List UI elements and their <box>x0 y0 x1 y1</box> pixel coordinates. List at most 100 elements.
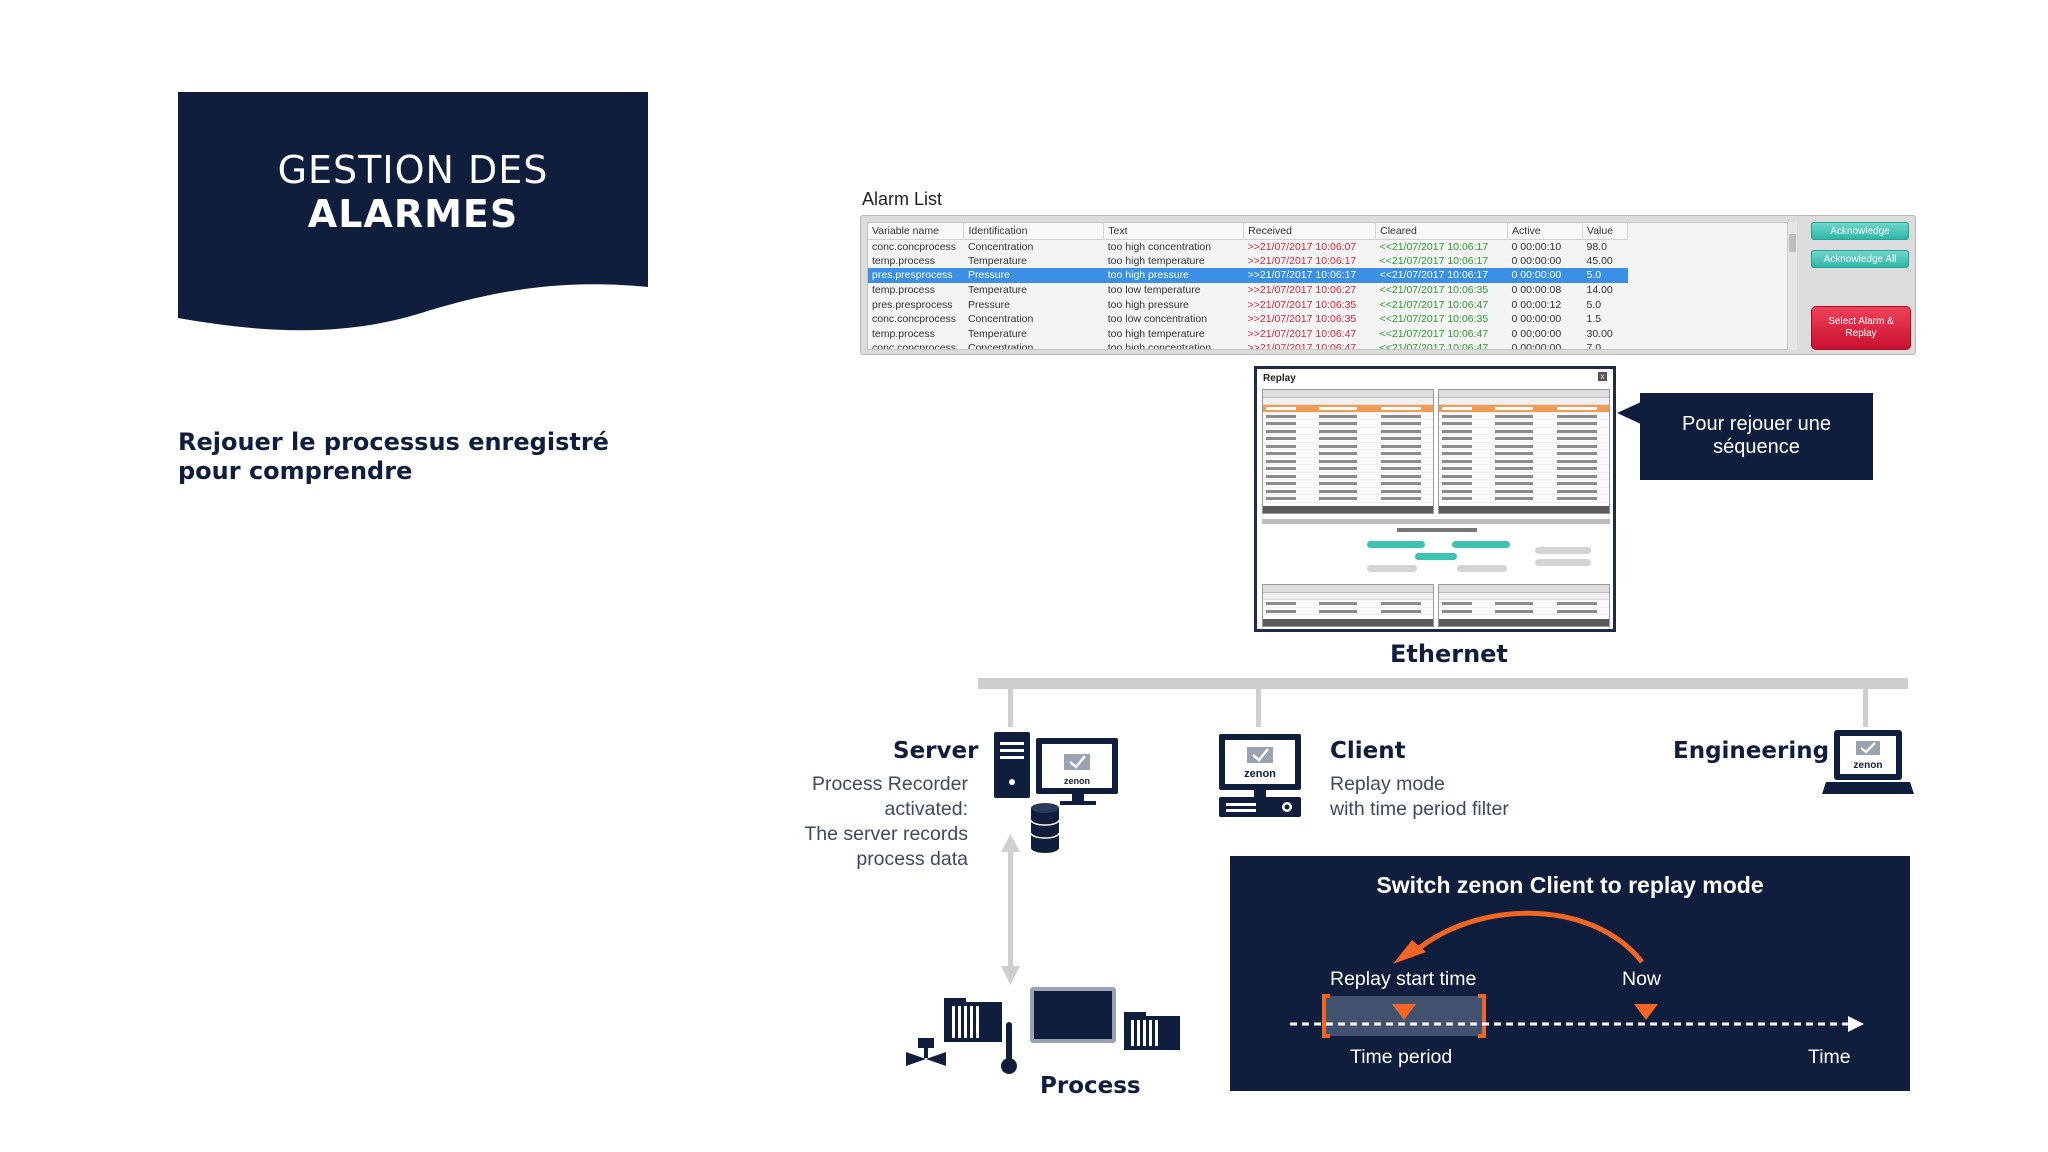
mini-grid-row[interactable] <box>1439 465 1609 473</box>
mini-grid-row[interactable] <box>1263 420 1433 428</box>
mini-grid-row[interactable] <box>1263 443 1433 450</box>
replay-target-grid[interactable] <box>1438 389 1610 514</box>
mini-grid-row[interactable] <box>1439 600 1609 608</box>
mini-grid-filter-row[interactable] <box>1439 398 1609 405</box>
alarm-cell: temp.process <box>872 254 936 267</box>
column-header[interactable]: Text <box>1103 223 1245 240</box>
title-card: GESTION DES ALARMES <box>178 92 648 338</box>
mini-grid-row[interactable] <box>1439 458 1609 465</box>
mini-grid-row[interactable] <box>1439 608 1609 615</box>
mini-grid-scrollbar[interactable] <box>1439 619 1609 626</box>
replay-step-forward-button[interactable] <box>1452 541 1510 548</box>
mini-grid-row[interactable] <box>1263 413 1433 420</box>
acknowledge-all-button[interactable]: Acknowledge All <box>1811 250 1909 268</box>
close-icon[interactable]: x <box>1598 372 1607 381</box>
alarm-cell: >>21/07/2017 10:06:17 <box>1243 268 1376 283</box>
mini-grid-row[interactable] <box>1263 600 1433 608</box>
mini-grid-row[interactable] <box>1263 450 1433 458</box>
alarm-cell: too high temperature <box>1107 327 1205 340</box>
mini-grid-row[interactable] <box>1439 435 1609 443</box>
replay-step-backward-button[interactable] <box>1367 541 1425 548</box>
replay-lower-right-grid[interactable] <box>1438 584 1610 627</box>
mini-grid-row[interactable] <box>1439 450 1609 458</box>
column-header[interactable]: Cleared <box>1375 223 1509 240</box>
mini-grid-row[interactable] <box>1439 428 1609 435</box>
alarm-cell: <<21/07/2017 10:06:47 <box>1379 342 1489 350</box>
mini-grid-row[interactable] <box>1263 480 1433 488</box>
column-header[interactable]: Variable name <box>868 223 965 240</box>
alarm-cell: 14.00 <box>1586 284 1613 297</box>
mini-grid-row[interactable] <box>1439 495 1609 503</box>
alarm-list-scrollbar[interactable] <box>1787 222 1797 350</box>
replay-source-grid[interactable] <box>1262 389 1434 514</box>
column-header[interactable]: Value <box>1582 223 1629 240</box>
alarm-cell: 0 00:00:00 <box>1507 268 1583 283</box>
mini-grid-header <box>1439 390 1609 398</box>
alarm-cell: temp.process <box>872 327 936 340</box>
alarm-cell: 5.0 <box>1586 298 1602 311</box>
column-header[interactable]: Identification <box>963 223 1105 240</box>
alarm-cell: pres.presprocess <box>872 298 953 311</box>
mini-grid-filter-row[interactable] <box>1439 593 1609 600</box>
mini-grid-row[interactable] <box>1263 435 1433 443</box>
time-axis-arrow-icon <box>1848 1016 1864 1032</box>
alarm-cell: <<21/07/2017 10:06:35 <box>1379 313 1489 326</box>
select-alarm-replay-button[interactable]: Select Alarm & Replay <box>1811 306 1911 350</box>
replay-timeline-scrollbar[interactable] <box>1262 519 1610 524</box>
replay-cancel-button[interactable] <box>1535 559 1591 566</box>
alarm-cell: >>21/07/2017 10:06:17 <box>1247 254 1357 267</box>
replay-play-button[interactable] <box>1415 553 1457 560</box>
column-header[interactable]: Received <box>1243 223 1377 240</box>
alarm-cell: 7.0 <box>1586 342 1602 350</box>
mini-grid-row[interactable] <box>1263 405 1433 413</box>
client-title: Client <box>1330 738 1406 764</box>
alarm-cell: 98.0 <box>1586 240 1607 253</box>
mini-grid-scrollbar[interactable] <box>1439 506 1609 513</box>
mini-grid-row[interactable] <box>1439 443 1609 450</box>
mini-grid-row[interactable] <box>1263 495 1433 503</box>
alarm-cell: Concentration <box>967 313 1034 326</box>
mini-grid-row[interactable] <box>1439 420 1609 428</box>
mini-grid-row[interactable] <box>1263 428 1433 435</box>
replay-mode-title: Switch zenon Client to replay mode <box>1376 872 1764 898</box>
callout-line-1: Pour rejouer une <box>1682 413 1831 435</box>
mini-grid-row[interactable] <box>1263 488 1433 495</box>
mini-grid-scrollbar[interactable] <box>1263 506 1433 513</box>
mini-grid-row[interactable] <box>1439 480 1609 488</box>
mini-grid-row[interactable] <box>1263 458 1433 465</box>
client-ethernet-drop <box>1256 689 1261 727</box>
scrollbar-thumb[interactable] <box>1789 234 1796 252</box>
mini-grid-filter-row[interactable] <box>1263 593 1433 600</box>
engineering-ethernet-drop <box>1863 689 1868 727</box>
ethernet-label: Ethernet <box>1390 640 1508 668</box>
mini-grid-scrollbar[interactable] <box>1263 619 1433 626</box>
replay-option-button[interactable] <box>1535 547 1591 554</box>
data-flow-arrow <box>1001 834 1020 985</box>
mini-grid-filter-row[interactable] <box>1263 398 1433 405</box>
mini-grid-row[interactable] <box>1439 488 1609 495</box>
alarm-cell: 1.5 <box>1586 313 1602 326</box>
mini-grid-row[interactable] <box>1263 473 1433 480</box>
title-line-2: ALARMES <box>307 192 519 236</box>
title-card-background <box>178 92 648 331</box>
mini-grid-row[interactable] <box>1263 608 1433 615</box>
mini-grid-row[interactable] <box>1439 405 1609 413</box>
mini-grid-row[interactable] <box>1439 473 1609 480</box>
mini-grid-row[interactable] <box>1439 413 1609 420</box>
replay-lower-left-grid[interactable] <box>1262 584 1434 627</box>
mini-grid-row[interactable] <box>1263 465 1433 473</box>
acknowledge-button[interactable]: Acknowledge <box>1811 222 1909 240</box>
replay-fast-button[interactable] <box>1457 565 1507 572</box>
alarm-cell: >>21/07/2017 10:06:07 <box>1247 240 1357 253</box>
server-description-line: process data <box>856 848 968 870</box>
column-header[interactable]: Active <box>1507 223 1583 240</box>
replay-slow-button[interactable] <box>1367 565 1417 572</box>
